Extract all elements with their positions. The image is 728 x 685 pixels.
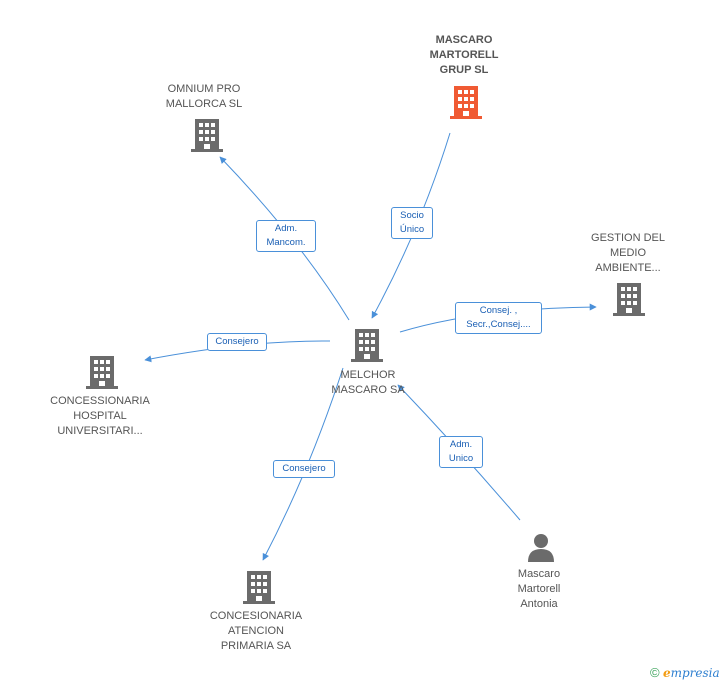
building-icon[interactable] [243,569,275,605]
footer-brand: © empresia [650,665,720,680]
person-icon[interactable] [526,532,556,562]
edge-label-socio-unico[interactable]: Socio Único [391,207,433,239]
building-icon[interactable] [191,117,223,153]
empresia-logo: empresia [662,666,720,680]
node-label-mascaro-antonia: Mascaro Martorell Antonia [517,568,561,610]
building-icon[interactable] [450,84,482,120]
edge-label-consej-secr[interactable]: Consej. , Secr.,Consej.... [455,302,542,334]
node-label-mascaro-grup: MASCARO MARTORELL GRUP SL [429,34,499,76]
edge-label-adm-mancom[interactable]: Adm. Mancom. [256,220,316,252]
edge-label-consejero-left[interactable]: Consejero [207,333,267,351]
edge-label-consejero-bottom[interactable]: Consejero [273,460,335,478]
node-label-concesionaria-hospital: CONCESSIONARIA HOSPITAL UNIVERSITARI... [50,395,150,437]
node-label-concesionaria-atencion: CONCESIONARIA ATENCION PRIMARIA SA [209,610,303,652]
copyright-symbol: © [650,665,660,680]
node-label-melchor: MELCHOR MASCARO SA [331,369,405,396]
edge-label-adm-unico[interactable]: Adm. Unico [439,436,483,468]
node-label-omnium: OMNIUM PRO MALLORCA SL [165,83,243,110]
building-icon[interactable] [351,327,383,363]
building-icon[interactable] [613,281,645,317]
building-icon[interactable] [86,354,118,390]
node-label-gestion: GESTION DEL MEDIO AMBIENTE... [591,232,665,274]
